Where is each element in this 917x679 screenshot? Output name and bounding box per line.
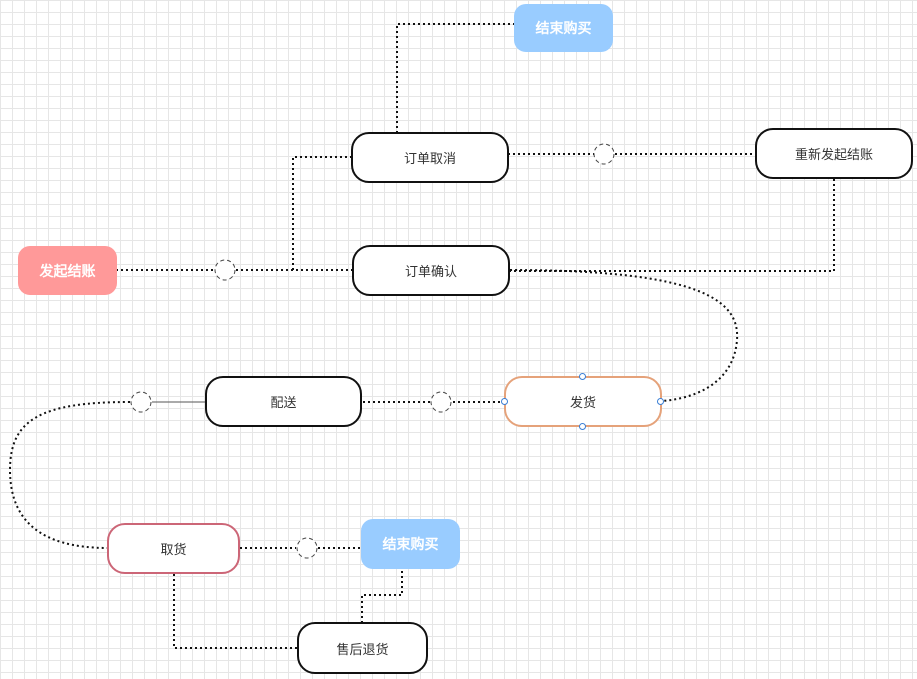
pickup-node[interactable]: 取货 (107, 523, 240, 574)
gateway-circle-1 (214, 259, 236, 281)
ship-handle-top[interactable] (579, 373, 586, 380)
gateway-circle-2 (593, 143, 615, 165)
ship-handle-bottom[interactable] (579, 423, 586, 430)
edge-pickup-to-return (173, 574, 298, 649)
edge-restart-to-confirm (510, 179, 835, 272)
start-checkout-node[interactable]: 发起结账 (18, 246, 117, 295)
edge-branch-to-cancel (292, 156, 352, 270)
order-confirm-node[interactable]: 订单确认 (352, 245, 510, 296)
end-purchase-top-node[interactable]: 结束购买 (514, 4, 613, 52)
end-purchase-bottom-node[interactable]: 结束购买 (361, 519, 460, 569)
ship-node[interactable]: 发货 (504, 376, 662, 427)
order-cancel-node[interactable]: 订单取消 (351, 132, 509, 183)
edge-curve-to-pickup (8, 401, 131, 549)
edge-cancel-to-end (396, 23, 515, 133)
edge-confirm-to-ship (509, 269, 739, 402)
gateway-circle-3 (430, 391, 452, 413)
after-sales-return-node[interactable]: 售后退货 (297, 622, 428, 674)
restart-checkout-node[interactable]: 重新发起结账 (755, 128, 913, 179)
gateway-circle-4 (130, 391, 152, 413)
deliver-node[interactable]: 配送 (205, 376, 362, 427)
ship-handle-left[interactable] (501, 398, 508, 405)
edge-return-to-end (361, 569, 403, 623)
gateway-circle-5 (296, 537, 318, 559)
ship-handle-right[interactable] (657, 398, 664, 405)
